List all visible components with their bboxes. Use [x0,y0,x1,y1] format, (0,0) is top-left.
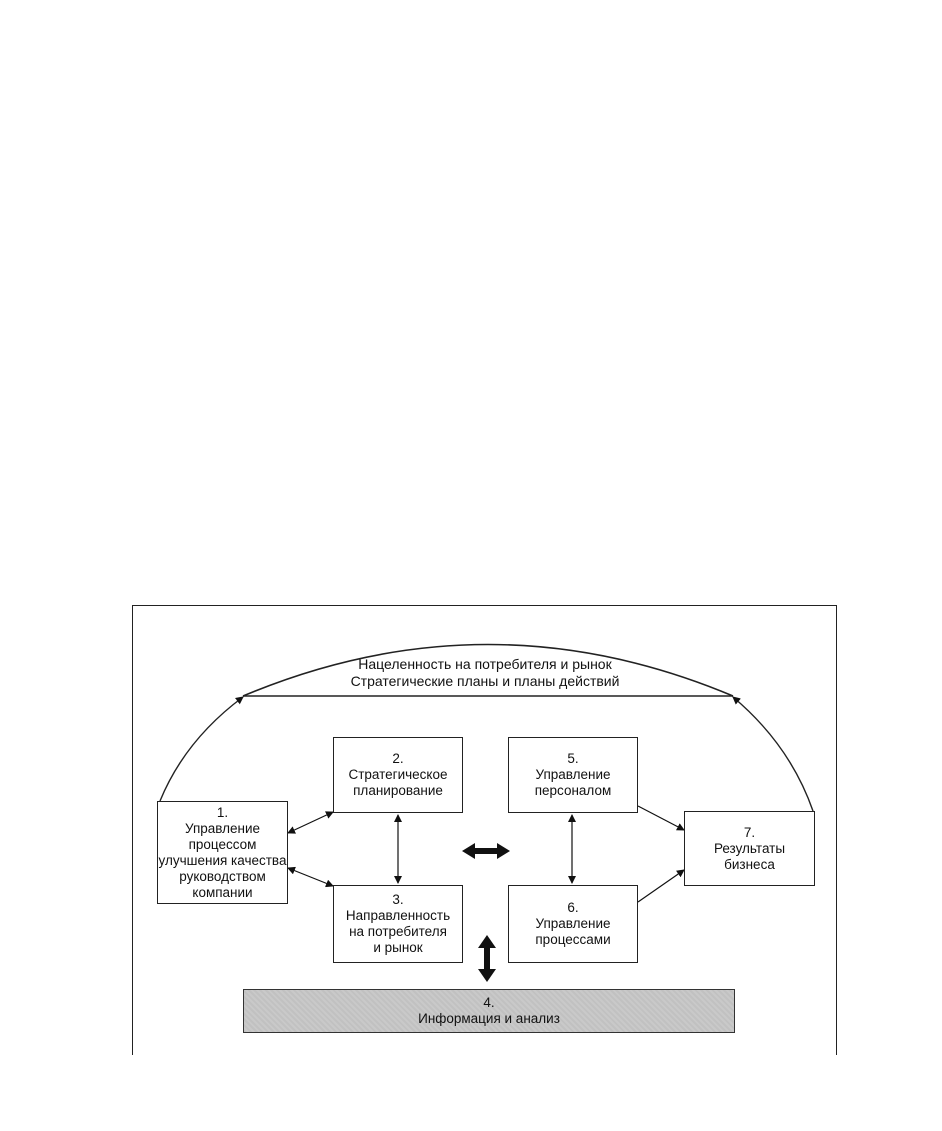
top-text-line-1: Нацеленность на потребителя и рынок [358,656,612,672]
box-5-number: 5. [567,751,579,766]
box-2-number: 2. [392,751,404,766]
box-7-label: Результаты бизнеса [713,840,786,872]
box-4-number: 4. [483,995,495,1010]
box-7-number: 7. [743,824,756,840]
box-6-number: 6. [567,900,579,915]
box-4-information-analysis: 4. Информация и анализ [243,989,735,1033]
box-2-strategic-planning: 2. Стратегическое планирование [333,737,463,813]
box-1-label: Управление процессом улучшения качества … [158,820,287,900]
box-5-label: Управление персоналом [534,767,612,798]
box-3-number: 3. [392,892,404,907]
top-text-line-2: Стратегические планы и планы действий [350,673,620,689]
box-7-business-results: 7. Результаты бизнеса [684,811,815,886]
box-2-label: Стратегическое планирование [348,767,448,798]
box-4-label: Информация и анализ [418,1011,560,1026]
box-3-customer-focus: 3. Направленность на потребителя и рынок [333,885,463,963]
box-6-label: Управление процессами [535,916,611,947]
box-6-process-management: 6. Управление процессами [508,885,638,963]
box-3-label: Направленность на потребителя и рынок [345,908,451,955]
box-1-number: 1. [216,804,229,820]
diagram-frame [132,605,837,1055]
box-5-personnel-management: 5. Управление персоналом [508,737,638,813]
top-arch-text: Нацеленность на потребителя и рынок Стра… [245,656,725,690]
box-1-quality-leadership: 1. Управление процессом улучшения качест… [157,801,288,904]
